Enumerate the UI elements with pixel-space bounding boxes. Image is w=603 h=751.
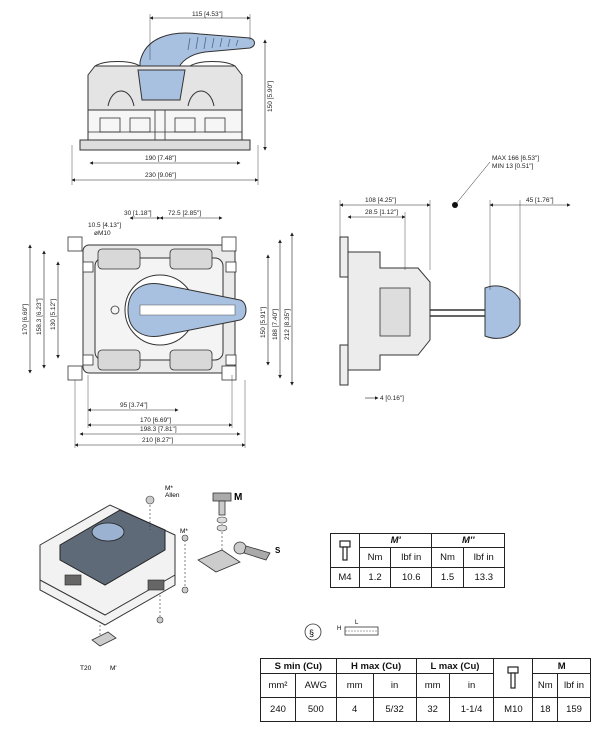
bolt-icon bbox=[339, 539, 351, 561]
cable-unit: AWG bbox=[294, 673, 337, 698]
cable-unit: mm bbox=[335, 673, 374, 698]
side-handle bbox=[484, 285, 521, 339]
cable-value: 1-1/4 bbox=[448, 697, 495, 722]
dim-95: 95 [3.74"] bbox=[120, 402, 148, 409]
cable-header-m: M bbox=[532, 658, 591, 674]
cable-unit: mm bbox=[415, 673, 450, 698]
torque-col-m2: M'' bbox=[431, 533, 505, 548]
dim-212: 212 [8.35"] bbox=[284, 309, 291, 340]
min-label: MIN 13 [0.51"] bbox=[492, 163, 534, 170]
cable-value: 4 bbox=[335, 697, 374, 722]
bolt-icon-cell bbox=[330, 533, 360, 568]
dim-72-5: 72.5 [2.85"] bbox=[168, 210, 201, 217]
iso-m-star: M* bbox=[180, 528, 188, 535]
dim-handle-width: 115 [4.53"] bbox=[192, 11, 223, 18]
dim-base-outer: 230 [9.06"] bbox=[145, 172, 176, 179]
cable-header-smin: S min (Cu) bbox=[260, 658, 337, 674]
dim-30: 30 [1.18"] bbox=[124, 210, 152, 217]
dim-188: 188 [7.40"] bbox=[272, 309, 279, 340]
cable-bolt-icon-cell bbox=[493, 658, 534, 698]
dim-45: 45 [1.76"] bbox=[526, 197, 554, 204]
dim-170-vertical: 170 [6.69"] bbox=[22, 304, 29, 335]
cable-value: 32 bbox=[415, 697, 450, 722]
cable-h-label: H bbox=[337, 626, 341, 632]
iso-view: M* Allen M M* S T20 M' bbox=[39, 485, 281, 672]
cable-unit: in bbox=[372, 673, 417, 698]
torque-unit: Nm bbox=[358, 547, 392, 568]
cable-value: 500 bbox=[294, 697, 337, 722]
cable-value: 240 bbox=[260, 697, 296, 722]
dim-150-vertical: 150 [5.91"] bbox=[260, 307, 267, 338]
max-label: MAX 166 [6.53"] bbox=[492, 155, 539, 162]
bolt-icon bbox=[507, 666, 520, 689]
dim-158-3: 158.3 [6.23"] bbox=[36, 298, 43, 335]
cable-s-icon: § bbox=[309, 628, 314, 638]
torque-table: M' M'' Nm lbf in Nm lbf in M4 1.2 10.6 1… bbox=[330, 533, 506, 588]
cable-value: 159 bbox=[557, 697, 591, 722]
cable-l-label: L bbox=[355, 620, 359, 626]
dim-170-horizontal: 170 [6.69"] bbox=[140, 417, 171, 424]
cable-unit: Nm bbox=[532, 673, 559, 698]
cable-header-lmax: L max (Cu) bbox=[415, 658, 495, 674]
dim-10-5: 10.5 [4.13"] bbox=[88, 222, 121, 229]
torque-value: 1.2 bbox=[358, 567, 392, 588]
torque-value: 1.5 bbox=[431, 567, 464, 588]
dim-m10: øM10 bbox=[94, 230, 111, 237]
dim-108: 108 [4.25"] bbox=[365, 197, 396, 204]
dim-height-150: 150 [5.90"] bbox=[267, 81, 274, 112]
cable-table: S min (Cu) H max (Cu) L max (Cu) M mm² A… bbox=[260, 658, 591, 722]
front-view: 170 [6.69"] 158.3 [6.23"] 130 [5.12"] 15… bbox=[22, 210, 294, 448]
cable-symbol: § H L bbox=[304, 620, 379, 641]
iso-m-star-allen-1: M* bbox=[165, 485, 173, 492]
cable-unit: in bbox=[448, 673, 495, 698]
torque-value: 10.6 bbox=[390, 567, 433, 588]
iso-m-star-allen-2: Allen bbox=[165, 492, 180, 499]
torque-col-m1: M' bbox=[358, 533, 433, 548]
torque-unit: lbf in bbox=[390, 547, 433, 568]
torque-value: 13.3 bbox=[462, 567, 506, 588]
iso-s-label: S bbox=[275, 546, 281, 555]
torque-row-label: M4 bbox=[330, 567, 360, 588]
dim-28-5: 28.5 [1.12"] bbox=[365, 209, 398, 216]
cable-unit: lbf in bbox=[557, 673, 591, 698]
dim-130: 130 [5.12"] bbox=[50, 299, 57, 330]
side-view: MAX 166 [6.53"] MIN 13 [0.51"] 108 [4.25… bbox=[339, 155, 571, 402]
torque-unit: lbf in bbox=[462, 547, 506, 568]
dim-base-inner: 190 [7.48"] bbox=[145, 155, 176, 162]
dim-210: 210 [8.27"] bbox=[142, 437, 173, 444]
iso-m-prime-label: M' bbox=[110, 665, 117, 672]
cable-header-hmax: H max (Cu) bbox=[335, 658, 417, 674]
cable-value: M10 bbox=[493, 697, 534, 722]
cable-value: 5/32 bbox=[372, 697, 417, 722]
cable-value: 18 bbox=[532, 697, 559, 722]
top-view: 115 [4.53"] 150 [5.90"] 190 [7.48"] 230 … bbox=[71, 11, 274, 185]
iso-m-bold: M bbox=[234, 492, 242, 503]
torque-unit: Nm bbox=[431, 547, 464, 568]
iso-t20-label: T20 bbox=[80, 665, 92, 672]
cable-unit: mm² bbox=[260, 673, 296, 698]
dim-4: 4 [0.16"] bbox=[380, 395, 404, 402]
dim-198-3: 198.3 [7.81"] bbox=[140, 426, 177, 433]
top-handle bbox=[139, 32, 255, 71]
